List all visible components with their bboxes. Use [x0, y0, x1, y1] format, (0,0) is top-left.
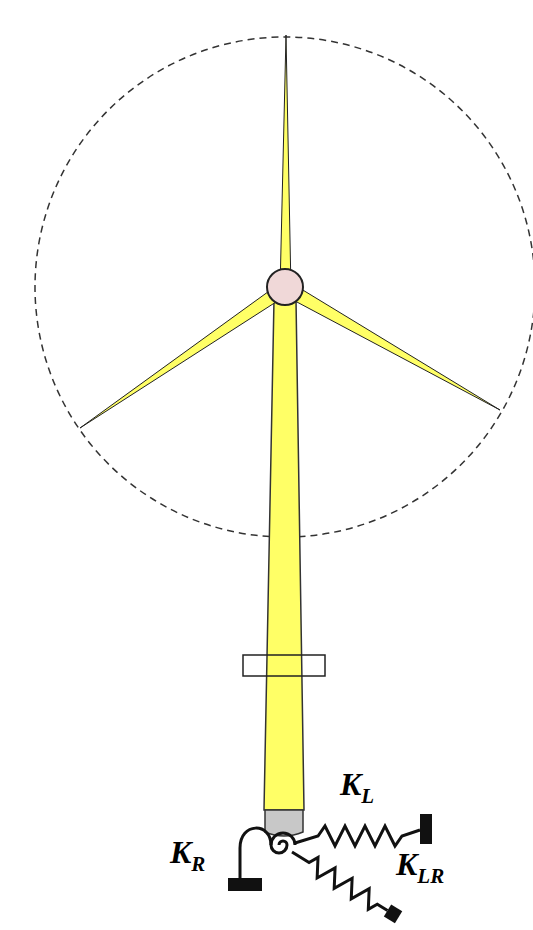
spring-stiffness-label: KR [170, 836, 205, 868]
rotational-spring [240, 828, 295, 878]
symbol: K [396, 846, 417, 882]
subscript: R [191, 852, 205, 876]
coupled-spring [287, 844, 403, 925]
subscript: LR [417, 864, 444, 888]
spring-stiffness-label: KLR [396, 848, 444, 880]
ground-block [420, 814, 432, 844]
subscript: L [361, 784, 374, 808]
tower-band [243, 655, 325, 676]
ground-block [228, 878, 262, 891]
spring-stiffness-label: KL [340, 768, 374, 800]
lateral-spring [295, 826, 420, 846]
blade [80, 281, 290, 428]
tower [264, 300, 304, 810]
blade [280, 35, 291, 290]
symbol: K [170, 834, 191, 870]
blade [280, 281, 500, 410]
symbol: K [340, 766, 361, 802]
hub [267, 269, 303, 305]
